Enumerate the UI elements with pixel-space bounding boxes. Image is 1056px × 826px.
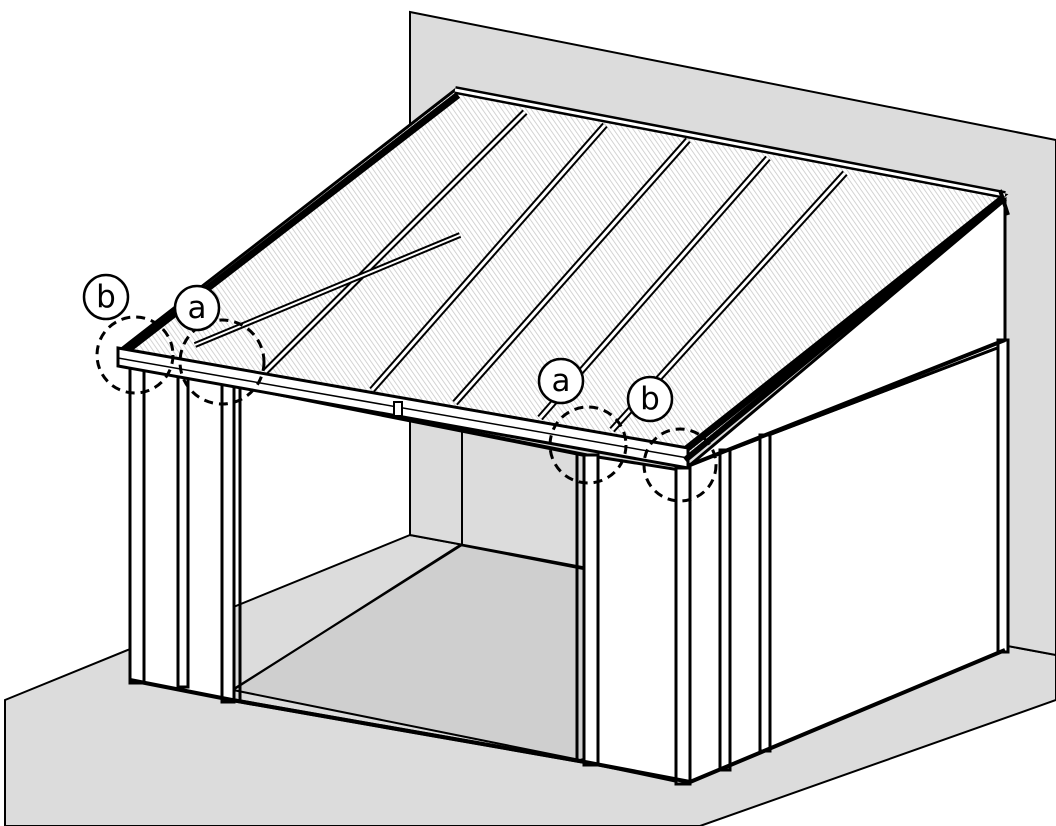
callout-labels: b a a b xyxy=(82,273,674,423)
callout-a-right-ring xyxy=(537,357,585,405)
detail-circle-a-left xyxy=(178,318,266,406)
wall-ridge-highlight xyxy=(454,88,1006,197)
detail-circle-b-left xyxy=(95,315,175,395)
ridge-end xyxy=(998,189,1010,216)
detail-circle-b-right xyxy=(642,427,718,503)
callout-b-left-ring xyxy=(82,273,130,321)
callout-a-right: a xyxy=(552,363,571,399)
side-mid-rail xyxy=(689,338,1006,467)
side-roof-edge xyxy=(683,195,1007,463)
roof-vent-arm-highlight xyxy=(194,234,461,346)
callout-a-left: a xyxy=(188,290,207,326)
detail-circles xyxy=(95,315,718,503)
gutter-joint xyxy=(393,401,403,417)
callout-b-left: b xyxy=(96,279,116,315)
callout-a-left-ring xyxy=(173,284,221,332)
detail-circle-a-right xyxy=(548,405,628,485)
callout-b-right: b xyxy=(640,381,660,417)
callout-b-right-ring xyxy=(626,375,674,423)
sill xyxy=(129,648,1006,785)
